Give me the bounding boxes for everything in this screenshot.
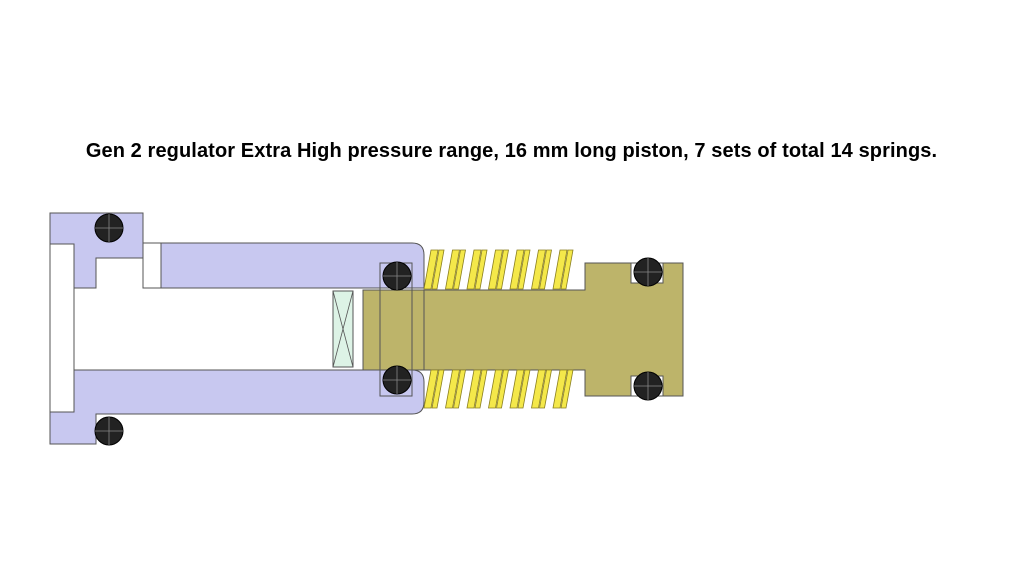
filter-cross-b <box>332 290 354 368</box>
diagram-caption: Gen 2 regulator Extra High pressure rang… <box>85 140 938 162</box>
spring-coil-top <box>560 249 574 290</box>
spring-coil-top <box>517 249 531 290</box>
spring-coil-bottom <box>560 369 574 409</box>
spring-coil-top <box>474 249 488 290</box>
spring-coil-bottom <box>531 369 546 409</box>
o-ring-set <box>94 213 663 446</box>
spring-coil-bottom <box>423 369 439 409</box>
filter-element <box>332 290 354 368</box>
spring-coil-top <box>445 249 460 290</box>
spring-coil-bottom <box>496 369 509 409</box>
spring-coil-bottom <box>539 369 552 409</box>
face-plate <box>49 243 75 413</box>
vent-slot <box>142 242 162 289</box>
spring-coil-bottom <box>488 369 503 409</box>
spring-coil-bottom <box>453 369 466 409</box>
spring-coil-top <box>453 249 466 290</box>
regulator-body <box>49 212 425 445</box>
spring-coil-top <box>509 249 525 290</box>
spring-coil-bottom <box>445 369 460 409</box>
spring-coil-top <box>431 249 445 290</box>
spring-stack <box>423 249 574 409</box>
spring-coil-bottom <box>517 369 531 409</box>
spring-coil-top <box>552 249 568 290</box>
spring-coil-top <box>466 249 482 290</box>
spring-coil-top <box>423 249 439 290</box>
spring-coil-top <box>496 249 509 290</box>
spring-coil-top <box>531 249 546 290</box>
spring-coil-bottom <box>552 369 568 409</box>
spring-coil-bottom <box>431 369 445 409</box>
spring-coil-top <box>539 249 552 290</box>
spring-coil-bottom <box>509 369 525 409</box>
spring-coil-bottom <box>474 369 488 409</box>
spring-coil-bottom <box>466 369 482 409</box>
spring-coil-top <box>488 249 503 290</box>
